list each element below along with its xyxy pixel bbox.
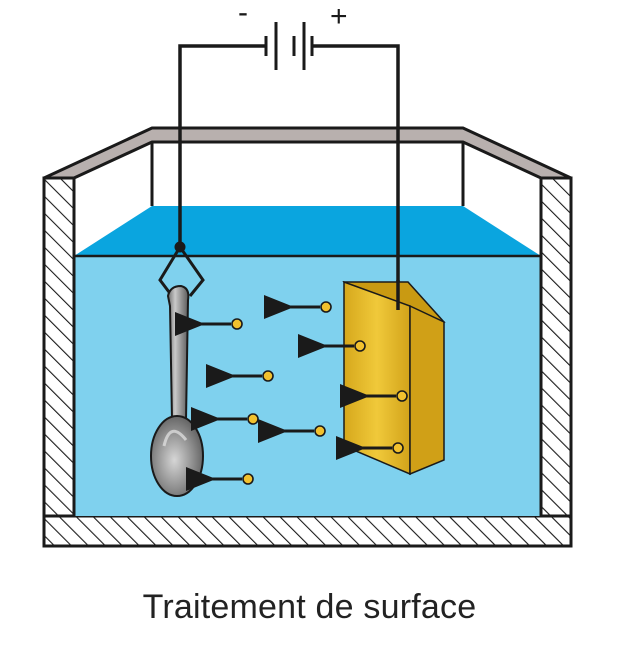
clamp-icon (158, 241, 205, 297)
wire-negative (178, 44, 266, 245)
ion (336, 436, 404, 460)
ion-group (175, 295, 408, 491)
battery-negative-label: - (238, 0, 248, 29)
ion (206, 364, 274, 388)
ion (298, 334, 366, 358)
ion (258, 419, 326, 443)
tank-bottom (42, 514, 573, 548)
electrolyte-surface (74, 206, 541, 256)
battery-positive-label: + (330, 0, 348, 33)
wire-positive (312, 44, 400, 310)
tank-rim (42, 126, 573, 180)
ion (175, 312, 243, 336)
ion (264, 295, 332, 319)
tank-back (150, 142, 465, 206)
electrolyte-body (74, 256, 541, 516)
battery-icon (264, 22, 314, 70)
diagram-caption: Traitement de surface (142, 588, 477, 626)
circuit-wires (178, 44, 400, 310)
tank-right-wall (539, 176, 573, 548)
tank-left-wall (42, 176, 76, 548)
ion (186, 467, 254, 491)
ion (340, 384, 408, 408)
anode-block (342, 280, 446, 476)
